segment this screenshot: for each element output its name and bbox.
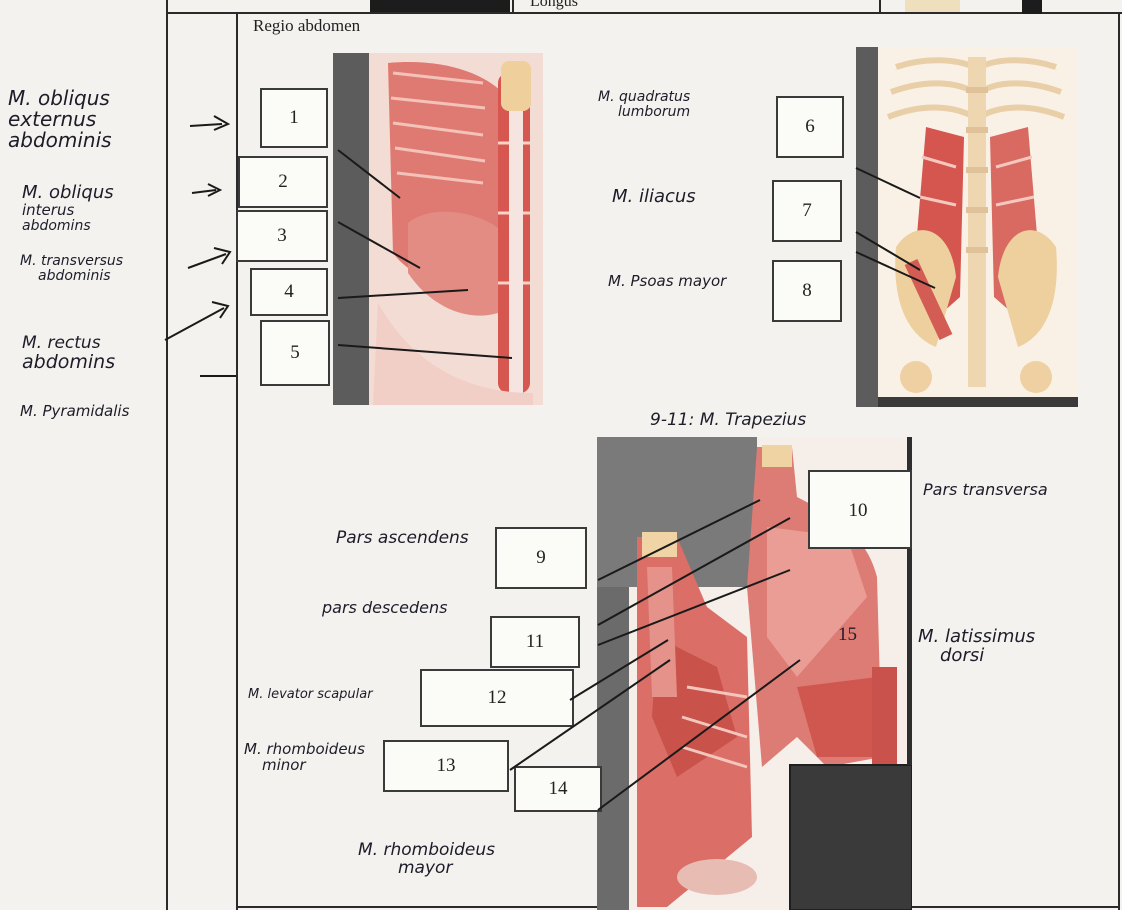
note-pars-ascendens: Pars ascendens <box>336 530 469 548</box>
label-box-6[interactable]: 6 <box>776 96 844 158</box>
abdomen-anterior-image <box>333 53 543 405</box>
table-right-border <box>1118 14 1120 910</box>
section-title: Regio abdomen <box>253 16 360 36</box>
label-box-4[interactable]: 4 <box>250 268 328 316</box>
note-obliquus-internus: M. obliqus interus abdomins <box>22 184 114 233</box>
label-box-1[interactable]: 1 <box>260 88 328 148</box>
label-box-9[interactable]: 9 <box>495 527 587 589</box>
posterior-abdominal-wall-image <box>856 47 1078 407</box>
header-dark-cell <box>370 0 510 12</box>
note-psoas: M. Psoas mayor <box>608 274 726 290</box>
note-rectus: M. rectus abdomins <box>22 335 115 373</box>
label-box-7[interactable]: 7 <box>772 180 842 242</box>
note-pars-transversa: Pars transversa <box>923 482 1048 499</box>
note-levator: M. levator scapular <box>248 688 373 702</box>
note-rhomboideus-minor: M. rhomboideus minor <box>244 742 365 774</box>
label-box-13[interactable]: 13 <box>383 740 509 792</box>
table-top-border <box>166 12 1122 14</box>
label-box-10[interactable]: 10 <box>808 486 908 536</box>
table-left-border <box>166 0 168 910</box>
note-transversus: M. transversus abdominis <box>20 254 123 283</box>
label-box-8[interactable]: 8 <box>772 260 842 322</box>
label-box-11[interactable]: 11 <box>490 616 580 668</box>
note-trapezius: 9-11: M. Trapezius <box>650 412 806 430</box>
note-pars-descendens: pars descedens <box>322 600 447 617</box>
label-box-14[interactable]: 14 <box>514 766 602 812</box>
header-row-text: Longus <box>530 0 578 11</box>
note-iliacus: M. iliacus <box>612 188 696 207</box>
note-obliquus-externus: M. obliqus externus abdominis <box>8 88 112 151</box>
note-latissimus: M. latissimus dorsi <box>918 628 1035 666</box>
note-quadratus: M. quadratus lumborum <box>598 90 690 119</box>
header-divider-1 <box>512 0 514 14</box>
stray-number-15: 15 <box>838 625 857 645</box>
label-box-5[interactable]: 5 <box>260 320 330 386</box>
header-divider-2 <box>879 0 881 14</box>
table-inner-border <box>236 14 238 910</box>
header-thumbnail <box>905 0 960 12</box>
label-box-3[interactable]: 3 <box>236 210 328 262</box>
label-box-12[interactable]: 12 <box>420 669 574 727</box>
label-box-2[interactable]: 2 <box>238 156 328 208</box>
note-rhomboideus-mayor: M. rhomboideus mayor <box>358 842 495 878</box>
note-pyramidalis: M. Pyramidalis <box>20 404 129 420</box>
header-dark-cell-right <box>1022 0 1042 14</box>
